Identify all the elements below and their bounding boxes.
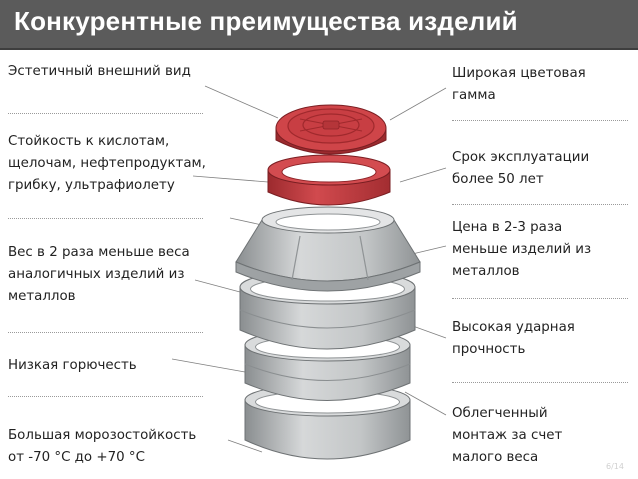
feature-service-life: Срок эксплуатации более 50 лет bbox=[452, 150, 590, 187]
red-hatch-lid bbox=[275, 104, 387, 155]
separator-left-3 bbox=[8, 332, 203, 333]
red-frame-ring bbox=[267, 154, 391, 206]
separator-right-1 bbox=[452, 120, 628, 121]
separator-left-2 bbox=[8, 218, 203, 219]
separator-right-3 bbox=[452, 298, 628, 299]
feature-easy-installation: Облегченный монтаж за счет малого веса bbox=[452, 406, 563, 465]
separator-left-1 bbox=[8, 113, 203, 114]
feature-impact-strength: Высокая ударная прочность bbox=[452, 320, 575, 357]
feature-aesthetic: Эстетичный внешний вид bbox=[8, 64, 191, 79]
feature-weight: Вес в 2 раза меньше веса аналогичных изд… bbox=[8, 245, 190, 304]
feature-frost-resistance: Большая морозостойкость от -70 °C до +70… bbox=[8, 428, 197, 465]
leader-lines bbox=[171, 85, 447, 453]
feature-color-range: Широкая цветовая гамма bbox=[452, 66, 586, 103]
separator-left-4 bbox=[8, 396, 203, 397]
feature-low-flammability: Низкая горючесть bbox=[8, 358, 137, 373]
page-title: Конкурентные преимущества изделий bbox=[14, 6, 518, 36]
feature-resistance: Стойкость к кислотам, щелочам, нефтепрод… bbox=[8, 134, 206, 193]
slide-number: 6/14 bbox=[606, 462, 624, 471]
header-bar: Конкурентные преимущества изделий bbox=[0, 0, 638, 50]
separator-right-4 bbox=[452, 382, 628, 383]
separator-right-2 bbox=[452, 204, 628, 205]
feature-price: Цена в 2-3 раза меньше изделий из металл… bbox=[452, 220, 592, 279]
cone-neck bbox=[235, 206, 421, 292]
